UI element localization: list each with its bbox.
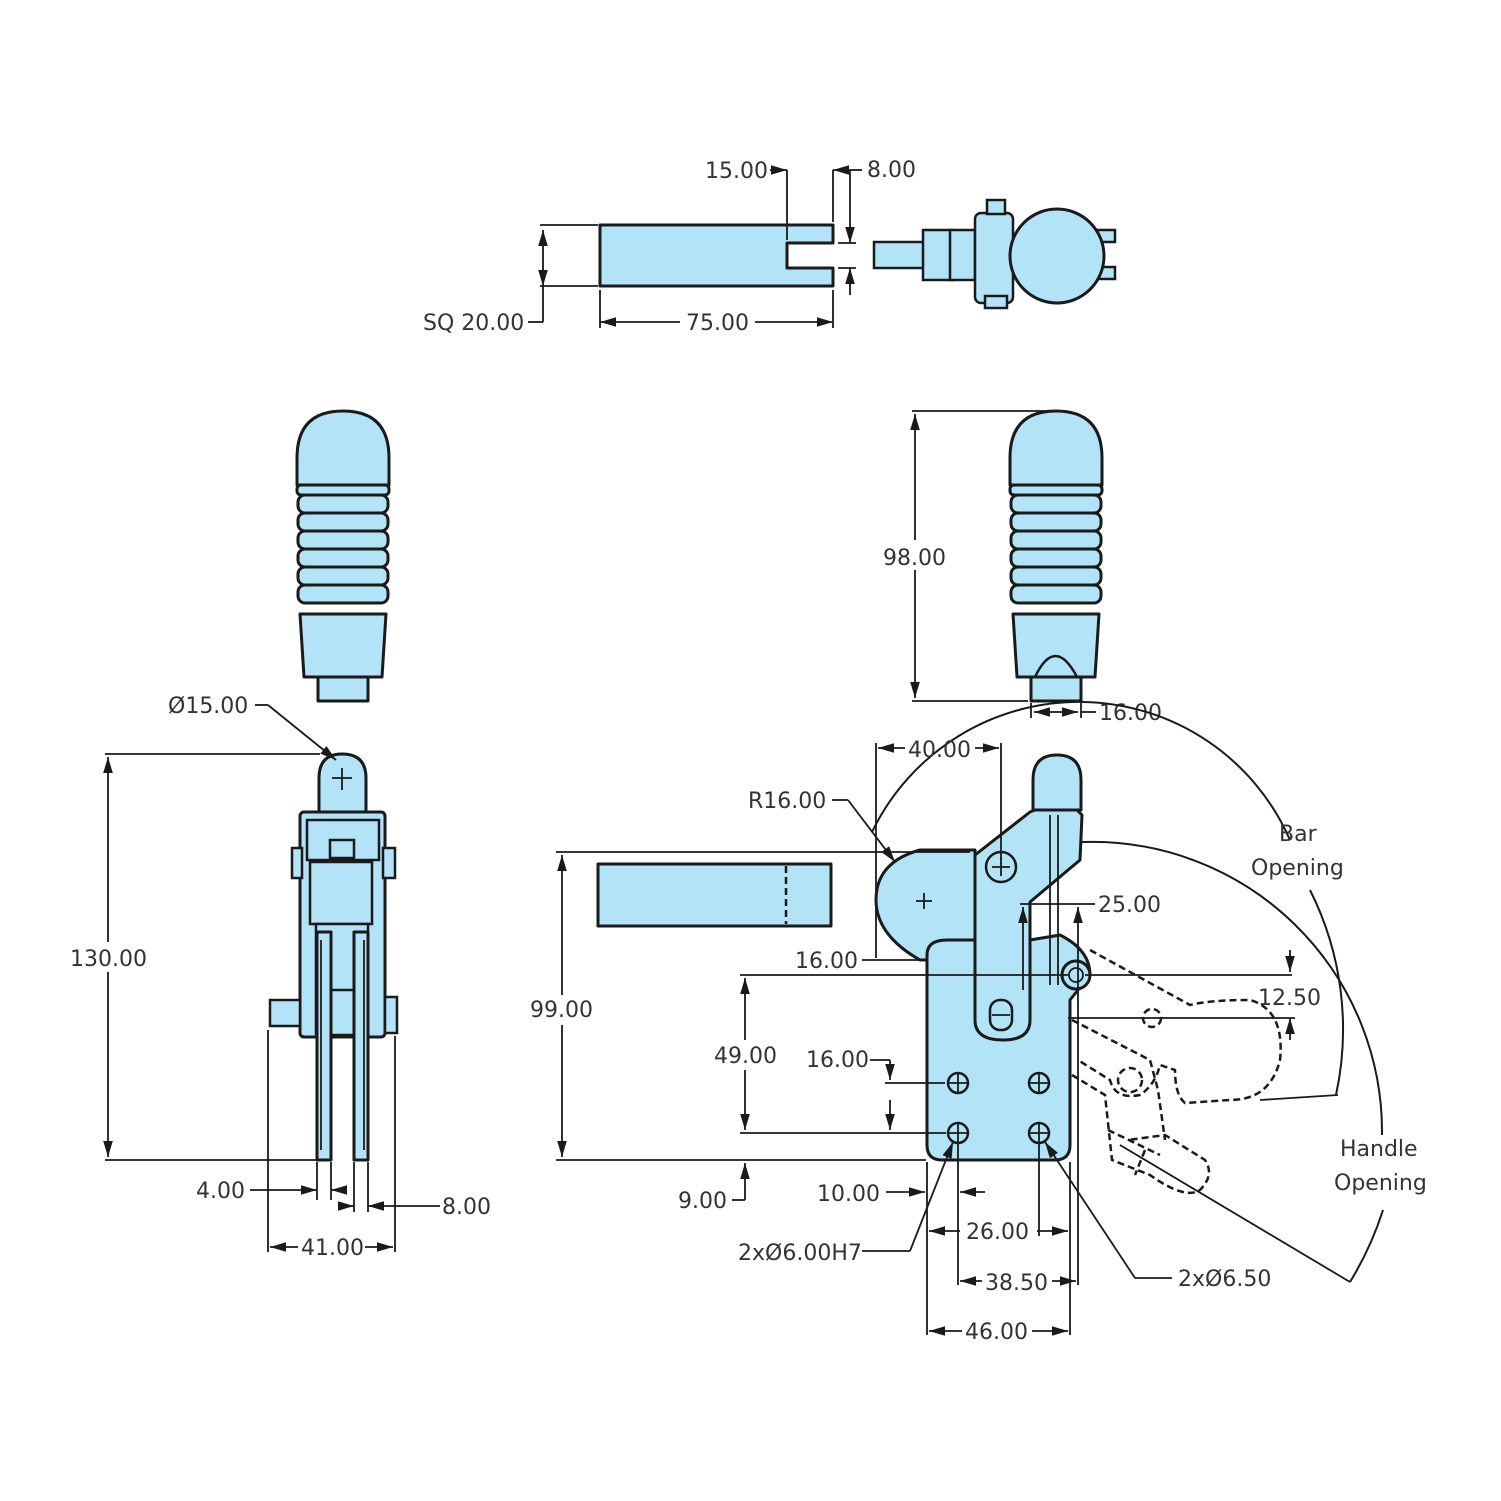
front-block: [308, 860, 374, 926]
dim-pivot-offset: 40.00: [908, 738, 971, 763]
label-handle-opening-line1: Handle: [1340, 1137, 1418, 1162]
handle-open-phantom: [1071, 1073, 1211, 1195]
plunger-nut-2: [948, 228, 977, 282]
label-bar-opening-line1: Bar: [1279, 822, 1318, 847]
label-bar-opening-line2: Opening: [1251, 856, 1344, 881]
top-view: 15.00 8.00 SQ 20.00 75.00: [423, 158, 1117, 336]
dim-leg-width: 4.00: [196, 1179, 245, 1204]
dim-hole-spacing-h: 26.00: [966, 1220, 1029, 1245]
dim-pivot-height: 49.00: [714, 1044, 777, 1069]
dim-grip-length: 98.00: [883, 546, 946, 571]
dim-bar-square: SQ 20.00: [423, 311, 524, 336]
dim-leg-gap: 8.00: [442, 1195, 491, 1220]
dim-hole-edge: 10.00: [817, 1182, 880, 1207]
dim-base-width: 41.00: [301, 1236, 364, 1261]
arm-open-phantom: [1077, 948, 1282, 1105]
dim-overall-height: 99.00: [530, 998, 593, 1023]
label-mount-holes: 2xØ6.50: [1178, 1267, 1271, 1292]
label-pin-holes: 2xØ6.00H7: [738, 1241, 862, 1266]
dim-arm-drop: 12.50: [1258, 986, 1321, 1011]
dim-slot-depth: 8.00: [867, 158, 916, 183]
handle-grip-right: 98.00 16.00: [880, 409, 1162, 726]
dim-knob-diameter: Ø15.00: [168, 694, 248, 719]
plunger-end-view: [872, 198, 1117, 310]
dim-base-length: 46.00: [965, 1320, 1028, 1345]
dim-radius: R16.00: [748, 789, 826, 814]
dim-slot-width: 15.00: [705, 159, 768, 184]
dim-total-height: 130.00: [70, 947, 147, 972]
grip-shank: [316, 675, 370, 703]
side-view: 40.00 R16.00 25.00 16.00 12.50 99.00 49.…: [528, 700, 1427, 1345]
plunger-stud-bottom: [983, 294, 1009, 310]
front-leg-right: [352, 930, 370, 1162]
dim-pivot-vertical: 25.00: [1098, 893, 1161, 918]
handle-grip-left: [295, 409, 391, 703]
plunger-body: [973, 211, 1015, 305]
dim-hole-spacing-v: 16.00: [806, 1048, 869, 1073]
side-bar: [596, 862, 833, 928]
dim-hole-span: 38.50: [985, 1271, 1048, 1296]
plunger-nut: [921, 228, 955, 282]
grip-dome: [295, 409, 391, 487]
front-view: Ø15.00 130.00 4.00 8.00 41.00: [68, 694, 491, 1261]
dim-bar-length: 75.00: [686, 311, 749, 336]
label-handle-opening-line2: Opening: [1334, 1171, 1427, 1196]
arm-knob: [1031, 753, 1083, 812]
front-leg-left: [315, 930, 333, 1162]
dim-base-offset: 9.00: [678, 1189, 727, 1214]
base-plate: [925, 933, 1092, 1162]
plunger-stud: [985, 198, 1007, 216]
plunger-knob: [1008, 207, 1106, 305]
dim-bar-height: 16.00: [795, 949, 858, 974]
bar-top-outline: [598, 223, 835, 288]
